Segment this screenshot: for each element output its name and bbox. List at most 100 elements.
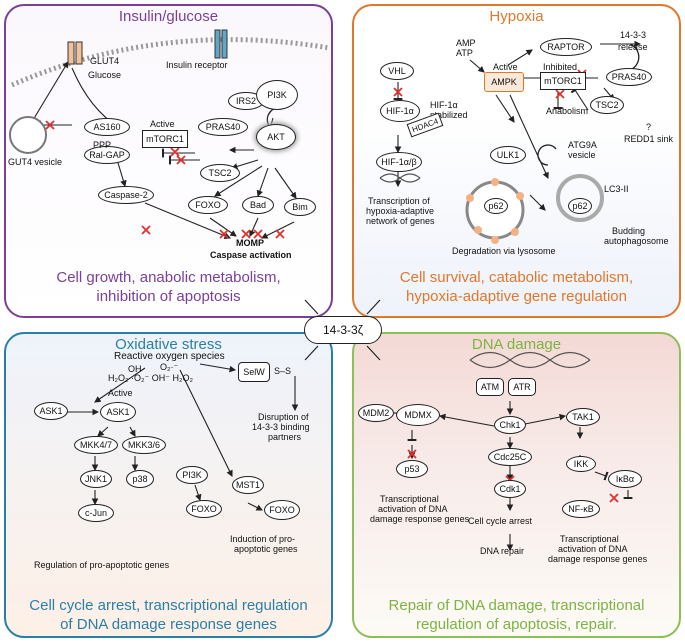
foxo-node: FOXO [188,196,228,214]
disruption-line2: 14-3-3 binding [252,422,310,432]
induction-line2: apoptotic genes [234,544,298,554]
hypoxia-summary-line2: hypoxia-adaptive gene regulation [406,288,627,305]
ral-gap-node: Ral-GAP [84,146,130,164]
insulin-glucose-panel: Insulin/glucose Cell growth, anabolic me… [4,4,333,318]
dna-helix [379,173,591,369]
transcription-hypoxia-line1: Transcription of [368,196,430,206]
glucose-label: Glucose [88,70,122,80]
mst1-node: MST1 [232,476,264,494]
ulk1-node: ULK1 [490,146,526,164]
redd1-sink-label: REDD1 sink [624,134,674,144]
hif-stabilized-line1: HIF-1α [430,100,458,110]
p53-node: p53 [396,460,428,478]
dna-transcription-right-line1: Transcriptional [560,534,619,544]
transcription-hypoxia-line3: network of genes [366,216,435,226]
degradation-label: Degradation via lysosome [452,246,556,256]
insulin-summary-line1: Cell growth, anabolic metabolism, [56,269,281,286]
oxidative-stress-panel: Oxidative stress Cell cycle arrest, tran… [4,332,333,638]
disulfide-label: S–S [274,366,292,376]
cell-membrane [10,37,331,88]
insulin-mtorc1-node: mTORC1 [142,130,188,148]
release-label-line2: release [618,42,648,52]
insulin-summary-line2: inhibition of apoptosis [96,288,241,305]
p62-node-lysosome: p62 [484,198,508,214]
atr-node: ATR [508,378,536,396]
disruption-line1: Disruption of [258,412,309,422]
nfkb-node: NF-κB [562,500,600,518]
foxo-active-node: FOXO [264,500,300,520]
redd1-question-label: ? [646,122,652,132]
p38-node: p38 [126,470,154,488]
hypoxia-tsc2-node: TSC2 [590,96,624,114]
hypoxia-mtorc1-node: mTORC1 [540,72,586,90]
dna-transcription-line2: activation of DNA [378,504,448,514]
lc3-label: LC3-II [604,184,629,194]
glut4-transporter-shape [67,41,83,65]
ask1-active-node: ASK1 [100,402,136,422]
mtorc1-inhibited-label: Inhibited [543,62,578,72]
tak1-node: TAK1 [566,408,600,426]
ros-species-1: OH· [128,364,145,374]
hypoxia-pras40-node: PRAS40 [606,68,652,86]
dna-repair-label: DNA repair [480,546,525,556]
budding-label-line2: autophagosome [604,236,669,246]
chk1-node: Chk1 [494,416,526,434]
insulin-summary: Cell growth, anabolic metabolism, inhibi… [6,268,331,306]
cdk1-node: Cdk1 [494,480,526,498]
dna-transcription-right-line3: damage response genes [548,554,648,564]
induction-line1: Induction of pro- [230,534,296,544]
oxidative-pi3k-node: PI3K [176,466,208,484]
dna-summary-line2: regulation of apoptosis, repair. [416,616,617,633]
ampk-active-label: Active [493,62,518,72]
hypoxia-panel-title: Hypoxia [489,8,544,25]
atm-node: ATM [476,378,504,396]
mkk47-node: MKK4/7 [74,436,118,454]
insulin-receptor-label: Insulin receptor [166,60,228,70]
dna-transcription-line3: damage response genes [370,514,470,524]
raptor-node: RAPTOR [540,38,592,56]
hypoxia-summary: Cell survival, catabolic metabolism, hyp… [354,268,679,306]
insulin-inhibits [38,120,200,165]
selw-node: SelW [238,362,270,382]
dna-arrows [408,401,584,552]
amp-label: AMP [456,38,476,48]
hif1a-node: HIF-1α [380,100,420,122]
insulin-tsc2-node: TSC2 [200,164,240,182]
atg9a-vesicle-label: vesicle [568,150,596,160]
ros-label: Reactive oxygen species [114,351,225,362]
anabolism-label: Anabolism [546,106,589,116]
oxidative-arrows [66,363,299,511]
bim-node: Bim [284,198,316,216]
mdm2-node: MDM2 [358,404,394,422]
mkk36-node: MKK3/6 [122,436,166,454]
cjun-node: c-Jun [78,504,114,522]
ikba-node: IκBα [608,470,642,488]
pi3k-node: PI3K [256,80,298,110]
jnk1-node: JNK1 [80,470,112,488]
vhl-node: VHL [380,62,414,80]
insulin-active-label: Active [150,119,175,129]
bad-node: Bad [242,196,274,214]
caspase-activation-label: Caspase activation [210,250,292,260]
ikk-node: IKK [566,456,596,472]
caspase2-node: Caspase-2 [98,186,154,204]
pras40-node: PRAS40 [198,118,248,136]
hypoxia-inhibits [393,73,598,111]
transcription-hypoxia-line2: hypoxia-adaptive [366,206,435,216]
atg9a-label: ATG9A [568,140,597,150]
mdmx-node: MDMX [396,404,440,426]
regulation-pro-apoptotic-label: Regulation of pro-apoptotic genes [34,560,170,570]
akt-node: AKT [256,124,296,150]
center-14-3-3-zeta: 14-3-3ζ [304,316,382,344]
glut4-vesicle-label: GUT4 vesicle [8,157,63,167]
ask1-inactive-node: ASK1 [34,402,68,420]
p62-node-autophagosome: p62 [568,198,592,214]
ampk-node: AMPK [484,72,524,92]
dna-panel-title: DNA damage [471,336,562,353]
cdc25c-node: Cdc25C [488,448,532,466]
center-connectors [304,299,381,361]
hif1ab-node: HIF-1α/β [376,152,422,172]
dna-summary-line1: Repair of DNA damage, transcriptional [388,597,645,614]
cell-cycle-arrest-label: Cell cycle arrest [468,516,533,526]
insulin-receptor-shape [214,29,228,59]
